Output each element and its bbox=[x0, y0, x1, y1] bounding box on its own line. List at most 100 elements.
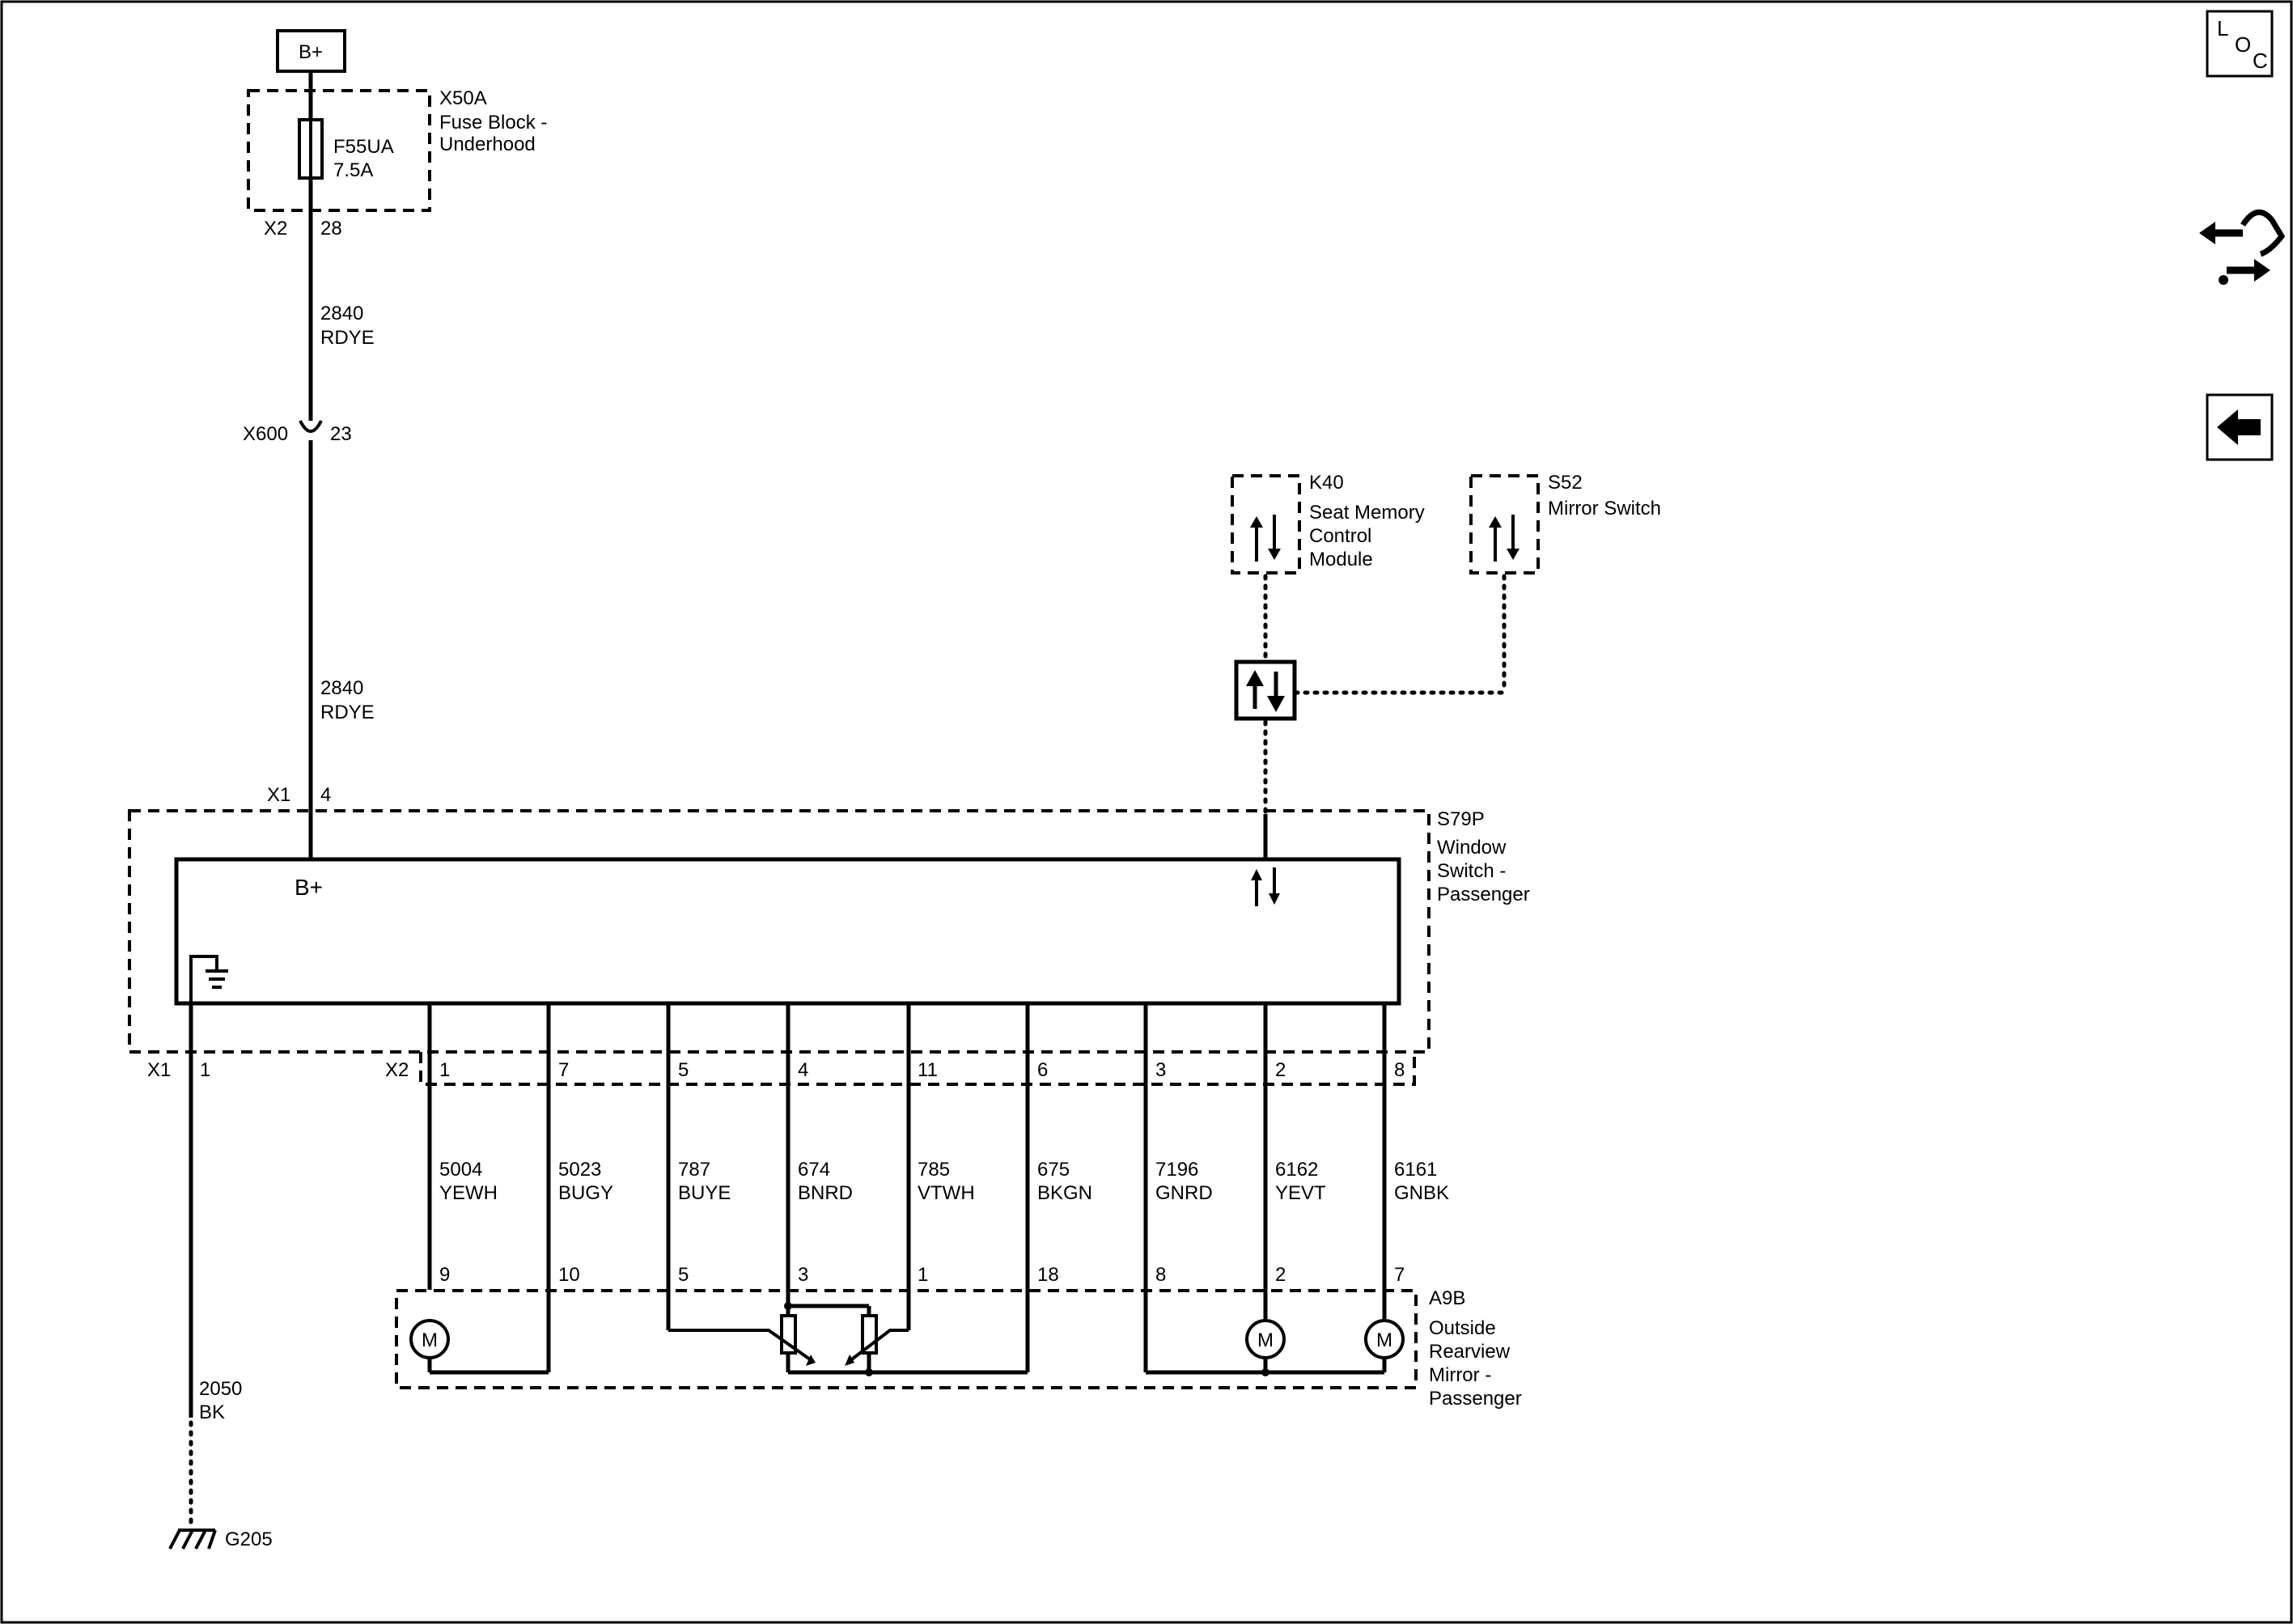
chassis-ground-g205-icon bbox=[168, 1529, 217, 1550]
color-gnrd: GNRD bbox=[1155, 1182, 1213, 1204]
x1-connector-bottom: X1 bbox=[147, 1059, 171, 1081]
loc-letter-c: C bbox=[2253, 49, 2268, 73]
switch-pin-3: 3 bbox=[1155, 1059, 1166, 1081]
color-bugy: BUGY bbox=[558, 1182, 613, 1204]
motor-left: M bbox=[409, 1319, 450, 1359]
serial-data-junction bbox=[1234, 659, 1297, 721]
circuit-787: 787 bbox=[678, 1159, 710, 1181]
mirror-name-2: Rearview bbox=[1429, 1341, 1511, 1363]
color-yewh: YEWH bbox=[439, 1182, 498, 1204]
switch-pin-8: 8 bbox=[1394, 1059, 1405, 1081]
serial-data-icon bbox=[1251, 867, 1280, 906]
inline-connector-ref: X600 bbox=[243, 423, 288, 445]
circuit-6161: 6161 bbox=[1394, 1159, 1437, 1181]
circuit-6162: 6162 bbox=[1275, 1159, 1318, 1181]
mirror-ref: A9B bbox=[1429, 1287, 1465, 1309]
switch-pin-11: 11 bbox=[918, 1059, 938, 1081]
mirror-pin-7: 7 bbox=[1394, 1264, 1405, 1286]
harness-wires bbox=[427, 1003, 1387, 1372]
mirror-pin-18: 18 bbox=[1037, 1264, 1059, 1286]
window-switch-body bbox=[174, 857, 1401, 1006]
window-switch-name-3: Passenger bbox=[1437, 884, 1530, 905]
k40-module: K40 Seat Memory Control Module bbox=[1231, 472, 1425, 575]
x2-connector: X2 bbox=[385, 1059, 409, 1081]
ground-wire-circuit: 2050 bbox=[199, 1378, 242, 1400]
loc-letter-o: O bbox=[2235, 32, 2251, 57]
motor-right: M bbox=[1364, 1319, 1405, 1359]
x2-connector-outline bbox=[419, 1052, 1416, 1086]
x1-pin-top: 4 bbox=[320, 784, 331, 806]
mirror-outline bbox=[395, 1289, 1418, 1389]
color-bnrd: BNRD bbox=[798, 1182, 853, 1204]
window-switch-outline bbox=[128, 809, 1430, 1054]
fuse-block-name-1: Fuse Block - bbox=[439, 112, 547, 134]
mirror-pin-10: 10 bbox=[558, 1264, 580, 1286]
fuse-block-outline bbox=[247, 89, 431, 212]
wire-2840-upper-color: RDYE bbox=[320, 327, 375, 349]
wire-2840-upper-circuit: 2840 bbox=[320, 303, 363, 324]
loc-button[interactable]: L O C bbox=[2206, 10, 2274, 78]
window-switch-b-plus-label: B+ bbox=[295, 875, 323, 900]
supply-label: B+ bbox=[299, 41, 323, 63]
fuse-block-name-2: Underhood bbox=[439, 134, 536, 155]
circuit-5004: 5004 bbox=[439, 1159, 482, 1181]
switch-pin-1: 1 bbox=[439, 1059, 450, 1081]
fuse-block: X50A Fuse Block - Underhood F55UA 7.5A X… bbox=[247, 87, 547, 240]
mirror-pin-1: 1 bbox=[918, 1264, 928, 1286]
window-switch-s79p: B+ S79P Window Switch - Passenger X1 4 X… bbox=[128, 784, 1530, 1086]
mirror-pin-2: 2 bbox=[1275, 1264, 1286, 1286]
switch-pin-4: 4 bbox=[798, 1059, 808, 1081]
k40-name-3: Module bbox=[1309, 549, 1373, 570]
window-switch-name-2: Switch - bbox=[1437, 860, 1506, 882]
x1-connector-top: X1 bbox=[267, 784, 290, 806]
window-switch-ref: S79P bbox=[1437, 808, 1485, 830]
serial-data-icon bbox=[1489, 515, 1519, 562]
back-button[interactable] bbox=[2206, 393, 2274, 461]
position-sensors bbox=[668, 1302, 1028, 1376]
color-vtwh: VTWH bbox=[918, 1182, 975, 1204]
s52-name-1: Mirror Switch bbox=[1548, 498, 1661, 519]
color-bkgn: BKGN bbox=[1037, 1182, 1092, 1204]
color-buye: BUYE bbox=[678, 1182, 731, 1204]
mirror-name-1: Outside bbox=[1429, 1317, 1496, 1339]
window-switch-name-1: Window bbox=[1437, 837, 1507, 859]
fuse-id: F55UA bbox=[333, 136, 394, 158]
switch-pin-6: 6 bbox=[1037, 1059, 1048, 1081]
motor-middle-label: M bbox=[1257, 1329, 1274, 1351]
mirror-pin-9: 9 bbox=[439, 1264, 450, 1286]
wire-2840-lower-circuit: 2840 bbox=[320, 677, 363, 699]
mirror-name-4: Passenger bbox=[1429, 1388, 1522, 1410]
s52-switch: S52 Mirror Switch bbox=[1469, 472, 1661, 575]
inline-connector-pin: 23 bbox=[330, 423, 352, 445]
mirror-assembly-a9b: M M bbox=[395, 1287, 1522, 1410]
x1-pin-bottom: 1 bbox=[200, 1059, 210, 1081]
color-gnbk: GNBK bbox=[1394, 1182, 1449, 1204]
arrow-left-icon bbox=[2217, 409, 2261, 445]
circuit-674: 674 bbox=[798, 1159, 830, 1181]
k40-ref: K40 bbox=[1309, 472, 1344, 494]
switch-pin-7: 7 bbox=[558, 1059, 569, 1081]
s52-ref: S52 bbox=[1548, 472, 1583, 494]
mirror-pin-3: 3 bbox=[798, 1264, 808, 1286]
fuse-connector: X2 bbox=[264, 218, 287, 240]
wire-2840-lower-color: RDYE bbox=[320, 702, 375, 723]
mirror-pin-5: 5 bbox=[678, 1264, 689, 1286]
connector-view-icon[interactable] bbox=[2199, 210, 2286, 285]
circuit-675: 675 bbox=[1037, 1159, 1070, 1181]
battery-supply: B+ bbox=[276, 29, 346, 73]
motor-left-label: M bbox=[422, 1329, 438, 1351]
serial-data-icon bbox=[1250, 515, 1281, 562]
motor-right-label: M bbox=[1376, 1329, 1392, 1351]
circuit-785: 785 bbox=[918, 1159, 950, 1181]
fuse-pin: 28 bbox=[320, 218, 342, 240]
mirror-name-3: Mirror - bbox=[1429, 1364, 1491, 1386]
ground-wire-color: BK bbox=[199, 1401, 225, 1423]
switch-pin-2: 2 bbox=[1275, 1059, 1286, 1081]
circuit-7196: 7196 bbox=[1155, 1159, 1198, 1181]
inline-connector-symbol bbox=[299, 420, 323, 433]
color-yevt: YEVT bbox=[1275, 1182, 1326, 1204]
ground-ref: G205 bbox=[225, 1529, 273, 1550]
motor-middle: M bbox=[1245, 1319, 1286, 1359]
